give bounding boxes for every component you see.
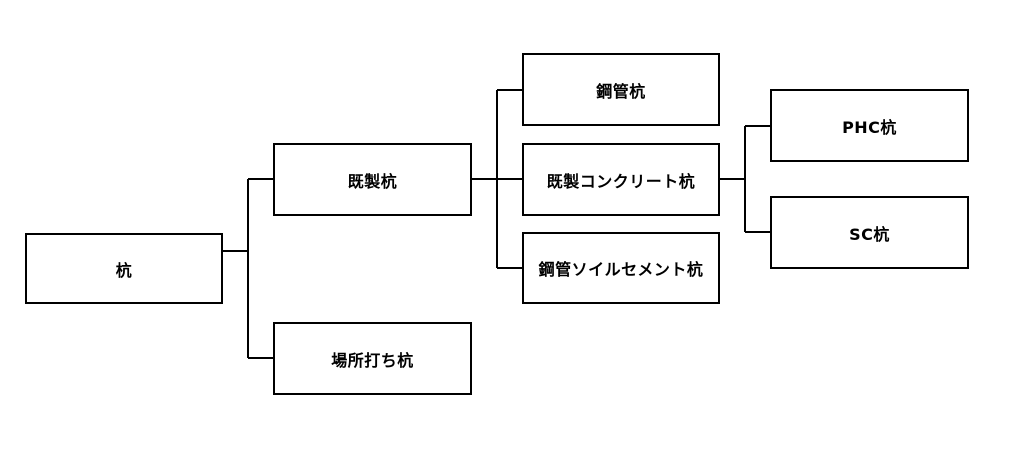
node-soilcement-label: 鋼管ソイルセメント杭 [538,260,704,279]
node-concrete: 既製コンクリート杭 [522,143,720,216]
node-bashouchi-label: 場所打ち杭 [331,350,414,370]
node-soilcement: 鋼管ソイルセメント杭 [522,232,720,304]
node-bashouchi: 場所打ち杭 [273,322,472,395]
node-kisei-label: 既製杭 [347,171,398,191]
node-koukan-label: 鋼管杭 [596,81,646,101]
node-kisei: 既製杭 [273,143,472,216]
node-phc-label: PHC杭 [842,117,897,137]
node-sc: SC杭 [770,196,969,269]
node-concrete-label: 既製コンクリート杭 [546,171,696,191]
node-sc-label: SC杭 [849,224,890,244]
node-phc: PHC杭 [770,89,969,162]
node-kui-label: 杭 [115,260,133,280]
node-kui: 杭 [25,233,223,304]
node-koukan: 鋼管杭 [522,53,720,126]
